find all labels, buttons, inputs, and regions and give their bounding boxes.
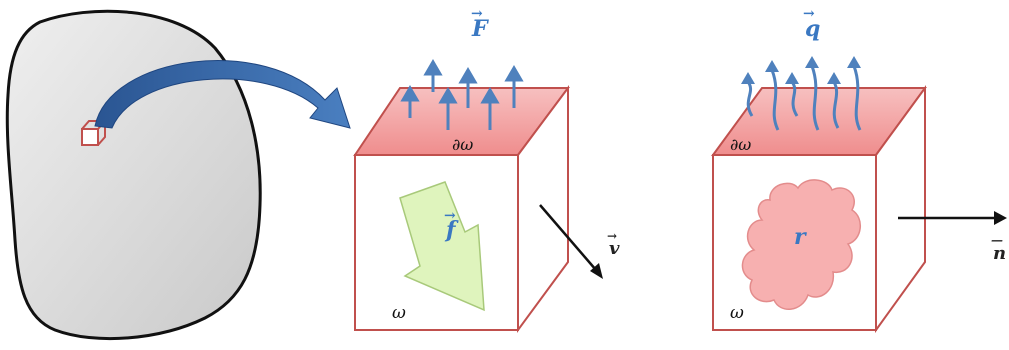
label-f: f: [444, 217, 459, 243]
vector-bar-v: →: [607, 229, 617, 243]
normal-arrow: [898, 211, 1007, 225]
label-n: n: [993, 243, 1006, 264]
label-q: q: [805, 16, 820, 42]
heat-flux-arrowheads: [741, 56, 861, 84]
left-control-volume: F → ∂ω f → v → ω: [353, 6, 620, 334]
curved-arrow: [94, 60, 351, 129]
label-v: v: [609, 238, 620, 259]
vector-bar-n: —: [991, 233, 1003, 247]
label-boundary-right: ∂ω: [730, 135, 751, 154]
heat-flux-arrows-q: [746, 65, 862, 131]
flux-arrows-F: [400, 59, 524, 130]
vector-bar-q: →: [803, 6, 815, 22]
right-control-volume: q → ∂ω r n — ω: [711, 6, 1007, 334]
label-omega-left: ω: [392, 303, 406, 323]
label-F: F: [471, 16, 489, 42]
label-r: r: [794, 224, 807, 250]
vector-bar-F: →: [471, 6, 483, 22]
continuum-body: [5, 9, 262, 341]
heat-source-cloud: [741, 179, 861, 310]
label-boundary-left: ∂ω: [452, 135, 473, 154]
body-force-arrow: [399, 181, 485, 312]
label-omega-right: ω: [730, 303, 744, 323]
velocity-arrow: [539, 204, 603, 279]
vector-bar-f: →: [444, 208, 456, 224]
